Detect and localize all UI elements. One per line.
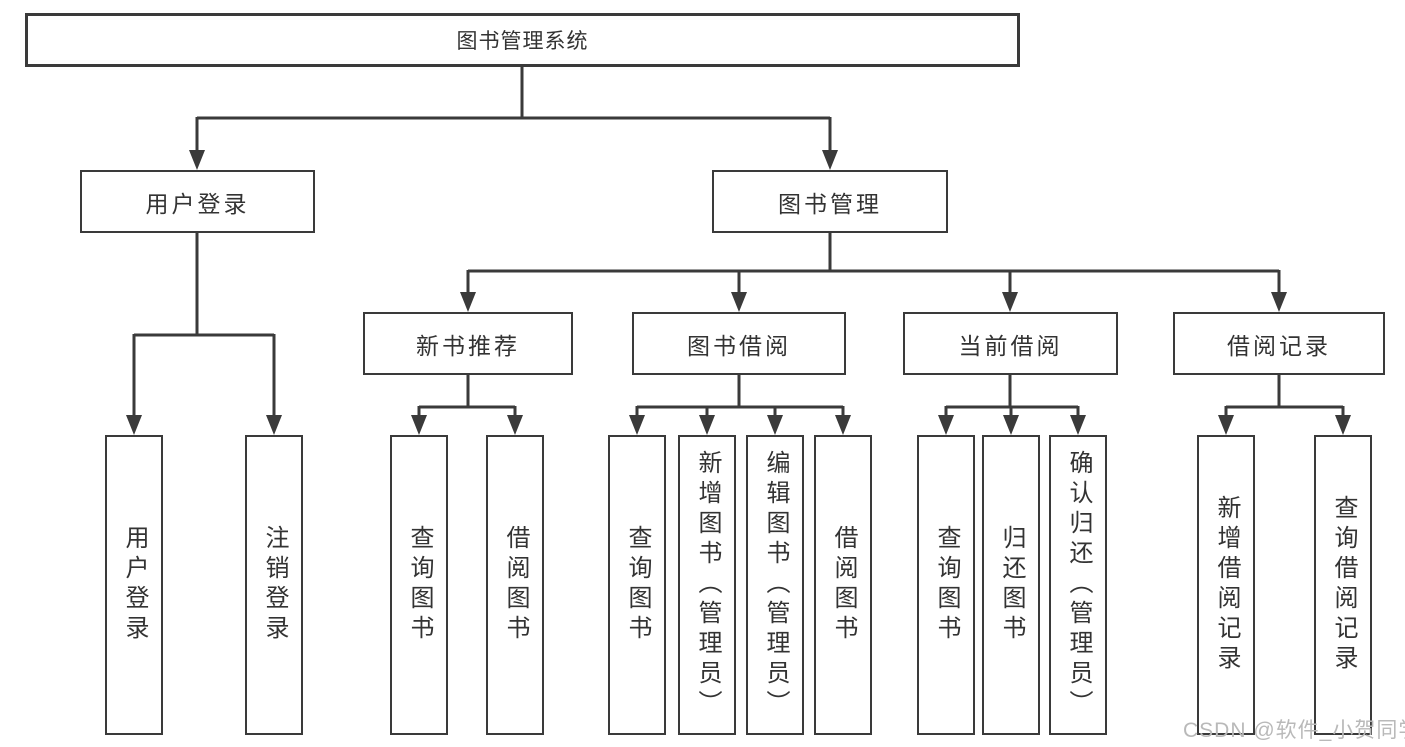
leaf-label: 查询图书 xyxy=(933,525,960,645)
leaf-edit-books-admin: 编辑图书（管理员） xyxy=(746,435,804,735)
node-label: 借阅记录 xyxy=(1227,332,1331,359)
leaf-return-books: 归还图书 xyxy=(982,435,1040,735)
leaf-query-borrowing-record: 查询借阅记录 xyxy=(1314,435,1372,735)
leaf-query-books-recommendation: 查询图书 xyxy=(390,435,448,735)
leaf-label: 查询图书 xyxy=(406,525,433,645)
node-label: 新书推荐 xyxy=(416,332,520,359)
leaf-user-login: 用户登录 xyxy=(105,435,163,735)
leaf-label: 用户登录 xyxy=(121,525,148,645)
csdn-watermark: CSDN @软件_小贺同学 xyxy=(1183,719,1405,742)
node-label: 图书借阅 xyxy=(687,332,791,359)
leaf-borrow-books-recommendation: 借阅图书 xyxy=(486,435,544,735)
leaf-label: 新增借阅记录 xyxy=(1213,495,1240,675)
node-new-book-recommendation: 新书推荐 xyxy=(363,312,573,375)
leaf-label: 借阅图书 xyxy=(830,525,857,645)
node-current-borrowing: 当前借阅 xyxy=(903,312,1118,375)
node-user-login: 用户登录 xyxy=(80,170,315,233)
leaf-label: 新增图书（管理员） xyxy=(694,450,721,720)
leaf-confirm-return-admin: 确认归还（管理员） xyxy=(1049,435,1107,735)
leaf-add-borrowing-record: 新增借阅记录 xyxy=(1197,435,1255,735)
node-book-management: 图书管理 xyxy=(712,170,948,233)
node-library-management-system: 图书管理系统 xyxy=(25,13,1020,67)
leaf-label: 借阅图书 xyxy=(502,525,529,645)
leaf-label: 编辑图书（管理员） xyxy=(762,450,789,720)
node-borrowing-records: 借阅记录 xyxy=(1173,312,1385,375)
leaf-label: 查询图书 xyxy=(624,525,651,645)
leaf-label: 注销登录 xyxy=(261,525,288,645)
leaf-add-books-admin: 新增图书（管理员） xyxy=(678,435,736,735)
leaf-label: 确认归还（管理员） xyxy=(1065,450,1092,720)
node-label: 图书管理 xyxy=(778,190,882,217)
leaf-query-books-current: 查询图书 xyxy=(917,435,975,735)
node-label: 用户登录 xyxy=(145,190,250,217)
leaf-label: 查询借阅记录 xyxy=(1330,495,1357,675)
node-label: 当前借阅 xyxy=(958,332,1063,359)
leaf-logout: 注销登录 xyxy=(245,435,303,735)
leaf-query-books-borrowing: 查询图书 xyxy=(608,435,666,735)
leaf-label: 归还图书 xyxy=(998,525,1025,645)
node-book-borrowing: 图书借阅 xyxy=(632,312,846,375)
leaf-borrow-books-borrowing: 借阅图书 xyxy=(814,435,872,735)
node-label: 图书管理系统 xyxy=(456,30,589,53)
